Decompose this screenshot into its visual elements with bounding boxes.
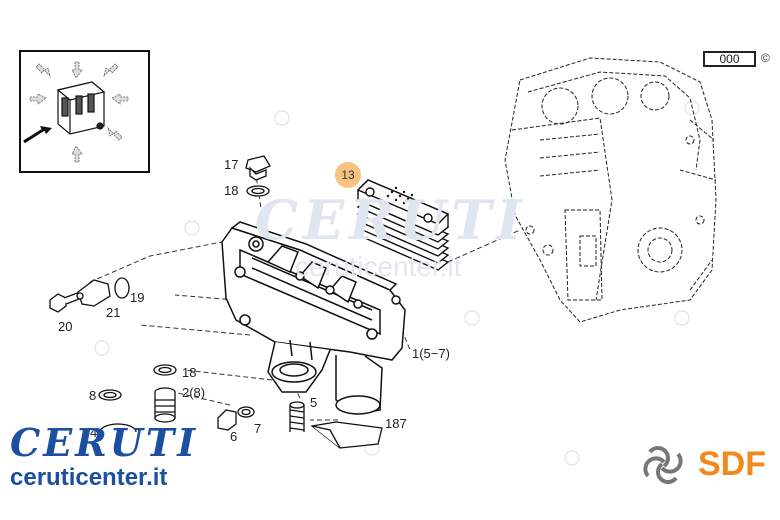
washer-7 [237, 406, 255, 418]
copyright-symbol: © [761, 51, 770, 65]
o-ring-19 [114, 277, 130, 299]
callout-18-lower[interactable]: 18 [182, 365, 197, 380]
o-ring-4 [99, 423, 137, 433]
orientation-inset [19, 50, 150, 173]
sdf-watermark-icons [94, 100, 700, 466]
plug-17 [245, 155, 271, 181]
engine-block [504, 57, 717, 323]
ring-8 [98, 389, 122, 401]
callout-6[interactable]: 6 [230, 429, 238, 444]
callout-5[interactable]: 5 [310, 395, 318, 410]
reference-number-box: 000 [703, 51, 756, 67]
engine-orientation-icon [56, 81, 106, 135]
bolt-20 [49, 291, 83, 313]
washer-18-upper [246, 185, 270, 197]
sdf-logo-icon [643, 446, 683, 484]
cover-21 [76, 279, 111, 307]
plug-6 [217, 409, 237, 431]
oil-cooler-core [356, 179, 450, 271]
gasket-187 [310, 421, 383, 449]
oil-cooler-housing [221, 221, 406, 415]
valve-2 [154, 387, 176, 423]
callout-19[interactable]: 19 [130, 290, 145, 305]
watermark-brand: CERUTI [255, 188, 527, 252]
callout-1[interactable]: 1(5−7) [412, 346, 450, 361]
callout-187[interactable]: 187 [385, 416, 407, 431]
callout-17[interactable]: 17 [224, 157, 239, 172]
callout-18-upper[interactable]: 18 [224, 183, 239, 198]
callout-2[interactable]: 2(8) [182, 385, 206, 400]
callout-13-highlighted[interactable]: 13 [335, 162, 361, 188]
view-direction-arrows [29, 61, 129, 163]
callout-7[interactable]: 7 [254, 421, 262, 436]
ceruti-url[interactable]: ceruticenter.it [10, 464, 168, 491]
washer-18-lower [153, 364, 177, 376]
sdf-logo-text: SDF [698, 445, 766, 483]
callout-20[interactable]: 20 [58, 319, 73, 334]
watermark-url: ceruticenter.it [295, 251, 462, 282]
spring-5 [289, 401, 305, 432]
callout-4[interactable]: 4 [90, 425, 98, 440]
ceruti-logo-text: CERUTI [10, 420, 198, 465]
callout-8[interactable]: 8 [89, 388, 97, 403]
callout-21[interactable]: 21 [106, 305, 121, 320]
